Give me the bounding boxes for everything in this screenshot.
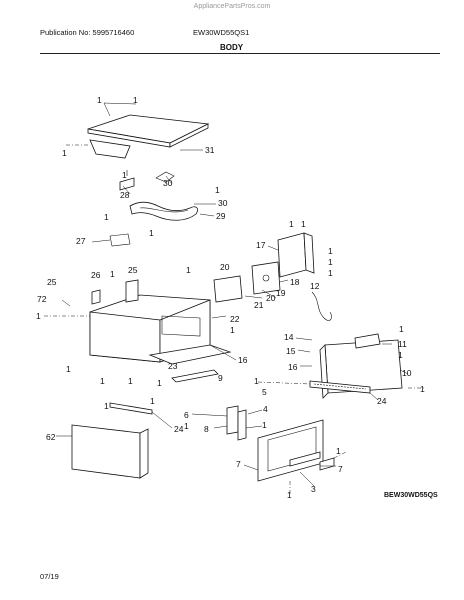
callout-16: 16 <box>238 355 248 365</box>
callout-24: 23 <box>168 361 178 371</box>
callout-23: 9 <box>218 373 223 383</box>
callout-27: 27 <box>76 236 86 246</box>
part-door <box>257 419 324 482</box>
callout-1: 1 <box>184 421 189 431</box>
callout-17: 17 <box>256 240 266 250</box>
callout-62: 62 <box>46 432 56 442</box>
callout-15: 15 <box>286 346 296 356</box>
callout-1: 1 <box>150 396 155 406</box>
diagram-code: BEW30WD55QS <box>384 492 438 499</box>
callout-labels: 1 1 1 31 28 1 30 30 29 1 1 27 1 26 1 25 … <box>36 95 425 500</box>
callout-11: 11 <box>398 339 407 349</box>
callout-1: 1 <box>328 268 333 278</box>
part-hinge-bracket <box>226 405 247 441</box>
callout-9: 24 <box>377 396 387 406</box>
callout-29: 29 <box>216 211 226 221</box>
callout-19: 19 <box>276 288 286 298</box>
part-drawer-front <box>71 424 149 479</box>
part-oven-body <box>89 279 211 363</box>
callout-3: 7 <box>338 464 343 474</box>
section-title: BODY <box>220 43 244 52</box>
callout-20: 20 <box>220 262 230 272</box>
callout-1: 1 <box>301 219 306 229</box>
callout-1: 1 <box>66 364 71 374</box>
callout-1: 1 <box>186 265 191 275</box>
callout-1: 1 <box>104 401 109 411</box>
callout-1: 1 <box>398 350 403 360</box>
callout-1: 1 <box>97 95 102 105</box>
callout-1: 1 <box>336 446 341 456</box>
callout-9: 24 <box>174 424 184 434</box>
callout-14: 14 <box>284 332 294 342</box>
callout-31: 31 <box>205 145 215 155</box>
part-control-bracket <box>213 261 281 303</box>
watermark: AppliancePartsPros.com <box>193 3 271 10</box>
footer-date: 07/19 <box>40 572 59 581</box>
callout-16: 16 <box>288 362 298 372</box>
callout-20: 20 <box>266 293 276 303</box>
part-wire-harness <box>311 291 332 321</box>
callout-6: 6 <box>184 410 189 420</box>
callout-1: 1 <box>104 212 109 222</box>
callout-21: 21 <box>254 300 264 310</box>
callout-1: 1 <box>328 246 333 256</box>
callout-5: 5 <box>262 387 267 397</box>
callout-1: 1 <box>420 384 425 394</box>
callout-25: 25 <box>128 265 138 275</box>
callout-2: 3 <box>311 484 316 494</box>
callout-1: 1 <box>110 269 115 279</box>
callout-1: 1 <box>230 325 235 335</box>
callout-22: 22 <box>230 314 240 324</box>
callout-1: 1 <box>133 95 138 105</box>
part-heating-element <box>129 171 198 221</box>
model-number: EW30WD55QS1 <box>193 28 250 37</box>
part-bracket-17 <box>277 232 315 278</box>
callout-72: 72 <box>37 294 47 304</box>
callout-7: 7 <box>236 459 241 469</box>
callout-1: 1 <box>287 490 292 500</box>
callout-4: 4 <box>263 404 268 414</box>
callout-1: 1 <box>100 376 105 386</box>
callout-1: 1 <box>262 420 267 430</box>
publication-number: Publication No: 5995716460 <box>40 28 135 37</box>
callout-25: 25 <box>47 277 57 287</box>
callout-1: 1 <box>157 378 162 388</box>
part-top-cover <box>87 114 210 159</box>
callout-1: 1 <box>122 170 127 180</box>
callout-1: 1 <box>149 228 154 238</box>
part-27 <box>109 233 131 247</box>
callout-1: 1 <box>254 376 259 386</box>
callout-30: 30 <box>163 178 173 188</box>
part-lower-trim <box>109 402 153 415</box>
callout-10: 10 <box>402 368 412 378</box>
callout-1: 1 <box>289 219 294 229</box>
part-lower-panels <box>148 344 232 383</box>
callout-18: 18 <box>290 277 300 287</box>
part-bracket-28 <box>119 170 135 191</box>
leader-lines <box>44 102 424 494</box>
callout-30: 30 <box>218 198 228 208</box>
callout-1: 1 <box>62 148 67 158</box>
callout-1: 1 <box>399 324 404 334</box>
callout-8: 8 <box>204 424 209 434</box>
callout-1: 1 <box>328 257 333 267</box>
callout-1: 1 <box>36 311 41 321</box>
callout-12: 12 <box>310 281 320 291</box>
callout-1: 1 <box>215 185 220 195</box>
callout-1: 1 <box>128 376 133 386</box>
callout-26: 26 <box>91 270 101 280</box>
header-rule <box>40 53 440 54</box>
callout-28: 28 <box>120 190 130 200</box>
